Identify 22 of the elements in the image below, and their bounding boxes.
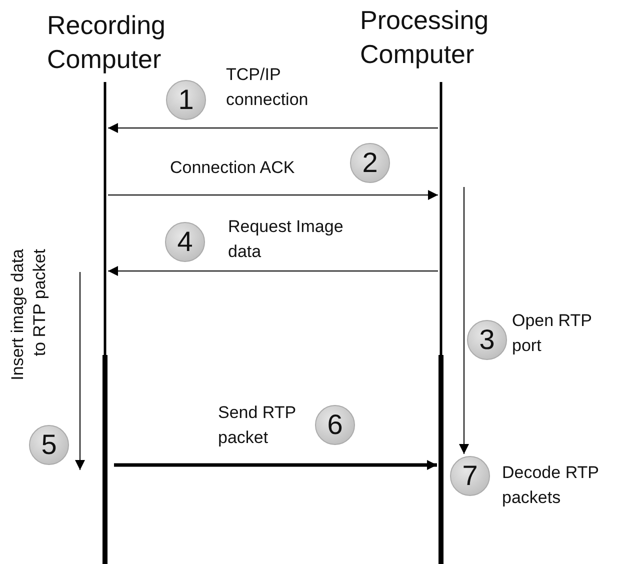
step-number: 4 — [165, 222, 205, 262]
timeline-arrow — [459, 186, 469, 454]
lifeline-heading: Processing Computer — [360, 4, 490, 71]
message-arrow — [108, 190, 438, 200]
step-number: 6 — [315, 405, 355, 445]
lifeline-heading: Recording Computer — [47, 9, 167, 76]
edge-label: Connection ACK — [170, 157, 296, 179]
message-arrow — [108, 123, 438, 133]
step-number: 1 — [166, 80, 206, 120]
step-number: 2 — [350, 143, 390, 183]
step-number: 7 — [450, 456, 490, 496]
message-arrow — [114, 460, 437, 470]
step-number: 3 — [467, 320, 507, 360]
timeline-arrow — [75, 272, 85, 470]
step-description: Open RTP port — [512, 310, 593, 357]
step-number: 5 — [29, 425, 69, 465]
edge-label: Send RTP packet — [218, 402, 297, 449]
step-description: Decode RTP packets — [502, 462, 600, 509]
message-arrow — [108, 266, 438, 276]
step-description: Insert image data to RTP packet — [7, 249, 50, 382]
edge-label: Request Image data — [228, 216, 344, 263]
edge-label: TCP/IP connection — [226, 64, 310, 111]
